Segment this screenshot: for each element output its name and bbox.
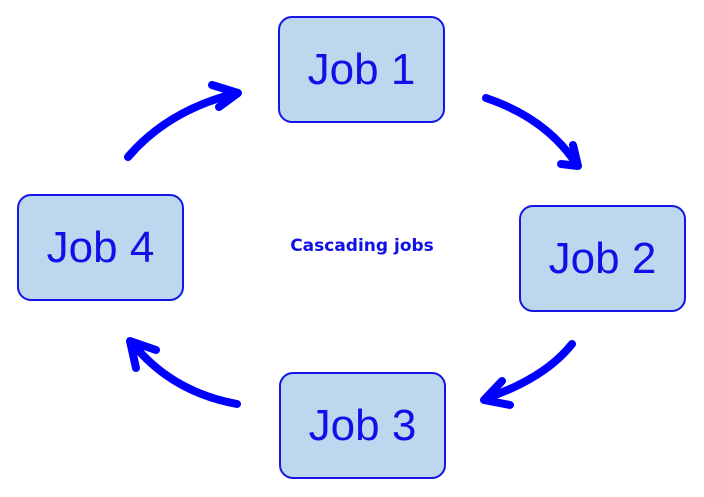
arrow-job4-to-job1: [124, 81, 242, 161]
arrow-job3-to-job4: [126, 337, 241, 408]
job-2-node: Job 2: [519, 205, 686, 312]
job-3-label: Job 3: [308, 400, 417, 450]
job-2-label: Job 2: [548, 233, 657, 283]
job-4-label: Job 4: [46, 222, 155, 272]
arrow-job2-to-job3: [480, 340, 576, 409]
diagram-title: Cascading jobs: [290, 236, 434, 256]
job-1-node: Job 1: [278, 16, 445, 123]
job-4-node: Job 4: [17, 194, 184, 301]
job-1-label: Job 1: [307, 44, 416, 94]
arrow-job1-to-job2: [482, 94, 582, 170]
job-3-node: Job 3: [279, 372, 446, 479]
